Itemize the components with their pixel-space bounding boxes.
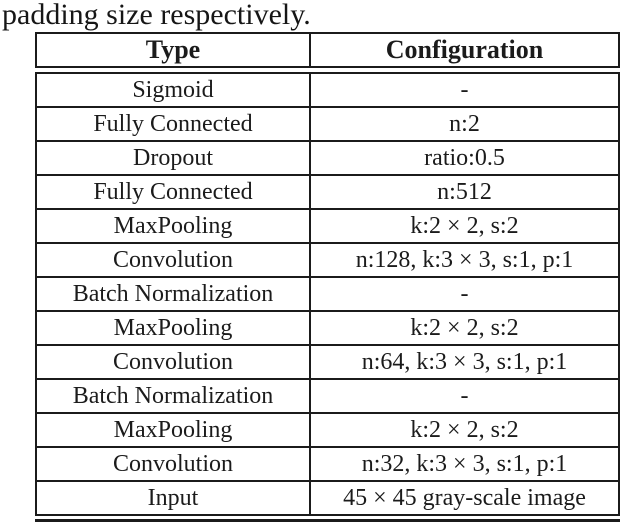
table-cell-type: Input — [147, 485, 199, 511]
table-row: Convolution n:32, k:3 × 3, s:1, p:1 — [37, 446, 618, 480]
table-cell-config: 45 × 45 gray-scale image — [309, 482, 618, 514]
table-row: Dropout ratio:0.5 — [37, 140, 618, 174]
header-cell-configuration: Configuration — [309, 34, 618, 66]
table-cell-type: MaxPooling — [113, 417, 233, 443]
table-cell-config: ratio:0.5 — [309, 142, 618, 174]
table-row: Fully Connected n:2 — [37, 106, 618, 140]
table-cell-type: Dropout — [133, 145, 213, 171]
table-cell-config: k:2 × 2, s:2 — [309, 312, 618, 344]
table-row: Fully Connected n:512 — [37, 174, 618, 208]
table-cell-config: - — [309, 74, 618, 106]
table-row: Sigmoid - — [37, 74, 618, 106]
table-cell-config: - — [309, 278, 618, 310]
table-cell-type: Fully Connected — [93, 111, 253, 137]
table-cell-type: MaxPooling — [113, 315, 233, 341]
table-cell-config: n:32, k:3 × 3, s:1, p:1 — [309, 448, 618, 480]
table-cell-type: Batch Normalization — [72, 281, 274, 307]
table-row: MaxPooling k:2 × 2, s:2 — [37, 208, 618, 242]
header-cell-type: Type — [145, 35, 201, 64]
table-body: Sigmoid - Fully Connected n:2 Dropout ra… — [35, 72, 620, 516]
table-row: Convolution n:128, k:3 × 3, s:1, p:1 — [37, 242, 618, 276]
table-cell-config: n:512 — [309, 176, 618, 208]
table-row: Convolution n:64, k:3 × 3, s:1, p:1 — [37, 344, 618, 378]
table-cell-type: Convolution — [112, 247, 233, 273]
architecture-table: Type Configuration Sigmoid - Fully Conne… — [35, 32, 620, 522]
table-header-row: Type Configuration — [35, 32, 620, 68]
table-row: Batch Normalization - — [37, 378, 618, 412]
table-row: Batch Normalization - — [37, 276, 618, 310]
table-cell-type: Convolution — [112, 451, 233, 477]
table-bottom-double-rule — [35, 519, 620, 522]
table-row: Input 45 × 45 gray-scale image — [37, 480, 618, 514]
header-double-rule-gap — [35, 68, 620, 72]
table-cell-config: n:64, k:3 × 3, s:1, p:1 — [309, 346, 618, 378]
table-cell-config: - — [309, 380, 618, 412]
table-cell-type: MaxPooling — [113, 213, 233, 239]
table-cell-config: k:2 × 2, s:2 — [309, 210, 618, 242]
table-cell-config: k:2 × 2, s:2 — [309, 414, 618, 446]
table-cell-type: Sigmoid — [132, 77, 214, 103]
caption-text: padding size respectively. — [2, 0, 311, 31]
table-cell-config: n:128, k:3 × 3, s:1, p:1 — [309, 244, 618, 276]
table-cell-type: Batch Normalization — [72, 383, 274, 409]
table-cell-type: Convolution — [112, 349, 233, 375]
table-cell-config: n:2 — [309, 108, 618, 140]
table-row: MaxPooling k:2 × 2, s:2 — [37, 412, 618, 446]
table-cell-type: Fully Connected — [93, 179, 253, 205]
table-row: MaxPooling k:2 × 2, s:2 — [37, 310, 618, 344]
